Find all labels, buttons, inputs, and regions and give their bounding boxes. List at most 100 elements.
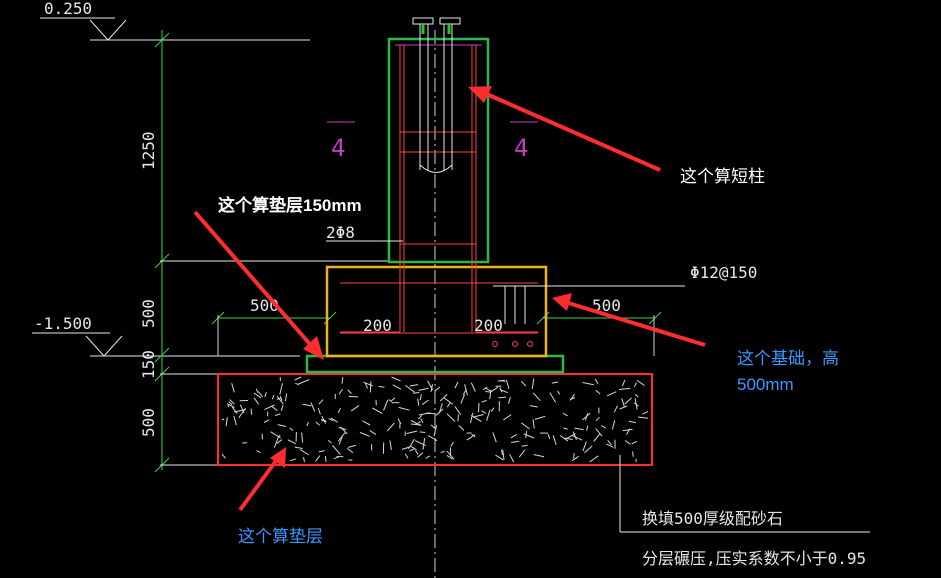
hatch-stroke [509, 454, 515, 463]
hatch-stroke [552, 435, 557, 445]
hatch-stroke [595, 389, 601, 395]
hatch-stroke [346, 447, 354, 454]
hatch-stroke [628, 420, 636, 424]
hatch-stroke [621, 379, 626, 387]
hatch-stroke [255, 388, 259, 394]
hatch-stroke [318, 450, 325, 453]
hatch-stroke [369, 381, 372, 393]
hatch-stroke [454, 381, 459, 389]
hatch-stroke [350, 405, 360, 412]
hatch-stroke [481, 410, 487, 414]
hatch-stroke [621, 398, 625, 407]
hatch-stroke [270, 431, 281, 439]
hatch-stroke [557, 390, 561, 395]
hatch-stroke [264, 404, 275, 411]
hatch-stroke [503, 414, 512, 421]
hatch-stroke [332, 445, 341, 455]
hatch-stroke [606, 443, 614, 448]
dim-inner-left: 200 [363, 316, 392, 335]
hatch-stroke [364, 383, 368, 389]
hatch-stroke [457, 414, 459, 422]
hatch-stroke [430, 424, 436, 430]
hatch-stroke [347, 389, 352, 394]
elevation-mark-bottom: -1.500 [32, 314, 300, 357]
hatch-stroke [428, 435, 438, 442]
hatch-stroke [333, 456, 339, 460]
hatch-stroke [417, 398, 420, 406]
hatch-stroke [253, 397, 260, 405]
hatch-stroke [315, 421, 321, 426]
hatch-stroke [317, 407, 321, 415]
note-line-1: 换填500厚级配砂石 [642, 509, 783, 528]
hatch-stroke [520, 380, 527, 387]
hatch-stroke [559, 434, 569, 442]
hatch-stroke [470, 382, 476, 392]
hatch-stroke [338, 389, 343, 395]
note-leader [619, 455, 870, 533]
hatch-stroke [498, 396, 507, 399]
hatch-stroke [276, 439, 283, 444]
hatch-stroke [228, 403, 235, 408]
hatch-stroke [418, 412, 431, 416]
note-line-2: 分层碾压,压实系数不小于0.95 [642, 549, 866, 568]
hatch-stroke [258, 391, 263, 398]
hatch-stroke [279, 395, 283, 401]
stirrup-label: 2Φ8 [326, 223, 355, 242]
hatch-stroke [470, 414, 482, 423]
hatch-stroke [622, 428, 633, 432]
hatch-stroke [606, 391, 617, 397]
hatch-stroke [523, 433, 535, 439]
hatch-stroke [565, 433, 576, 440]
hatch-stroke [421, 399, 429, 406]
hatch-stroke [634, 393, 639, 398]
hatch-stroke [418, 387, 429, 391]
hatch-stroke [409, 445, 417, 451]
dim-footing-height: 500 [139, 299, 158, 328]
hatch-stroke [636, 379, 645, 387]
hatch-stroke [408, 438, 415, 450]
hatch-stroke [489, 389, 492, 400]
hatch-stroke [271, 395, 275, 400]
hatch-stroke [227, 403, 230, 408]
footing-rebar-stubs [504, 286, 526, 324]
hatch-stroke [327, 440, 332, 444]
hatch-stroke [287, 439, 297, 445]
hatch-stroke [294, 382, 300, 386]
hatch-stroke [632, 451, 634, 457]
hatch-stroke [450, 441, 454, 447]
hatch-stroke [534, 415, 546, 420]
hatch-stroke [510, 433, 517, 439]
hatch-stroke [389, 440, 392, 450]
hatch-stroke [388, 399, 393, 403]
hatch-stroke [533, 454, 545, 458]
hatch-stroke [440, 451, 445, 453]
hatch-stroke [303, 457, 305, 463]
hatch-stroke [594, 378, 599, 385]
hatch-stroke [221, 453, 226, 459]
hatch-stroke [221, 418, 225, 421]
hatch-stroke [564, 437, 573, 440]
mesh-label: Φ12@150 [690, 263, 757, 282]
hatch-stroke [273, 437, 279, 448]
hatch-stroke [231, 382, 235, 393]
section-mark-right: 4 [510, 121, 538, 162]
hatch-stroke [502, 449, 505, 461]
rebar-lines [340, 44, 538, 347]
hatch-stroke [277, 424, 287, 427]
hatch-stroke [328, 418, 334, 422]
hatch-stroke [586, 425, 589, 431]
hatch-stroke [458, 425, 465, 431]
hatch-stroke [497, 379, 505, 382]
hatch-stroke [569, 397, 576, 400]
hatch-stroke [279, 383, 283, 395]
hatch-stroke [410, 423, 422, 426]
hatch-stroke [492, 432, 497, 443]
hatch-stroke [290, 458, 297, 462]
dim-cushion-height: 150 [139, 350, 158, 379]
hatch-stroke [337, 407, 341, 414]
hatch-stroke [321, 415, 327, 424]
hatch-stroke [490, 407, 495, 412]
hatch-stroke [419, 431, 426, 433]
hatch-stroke [405, 384, 415, 393]
hatch-stroke [532, 419, 535, 429]
